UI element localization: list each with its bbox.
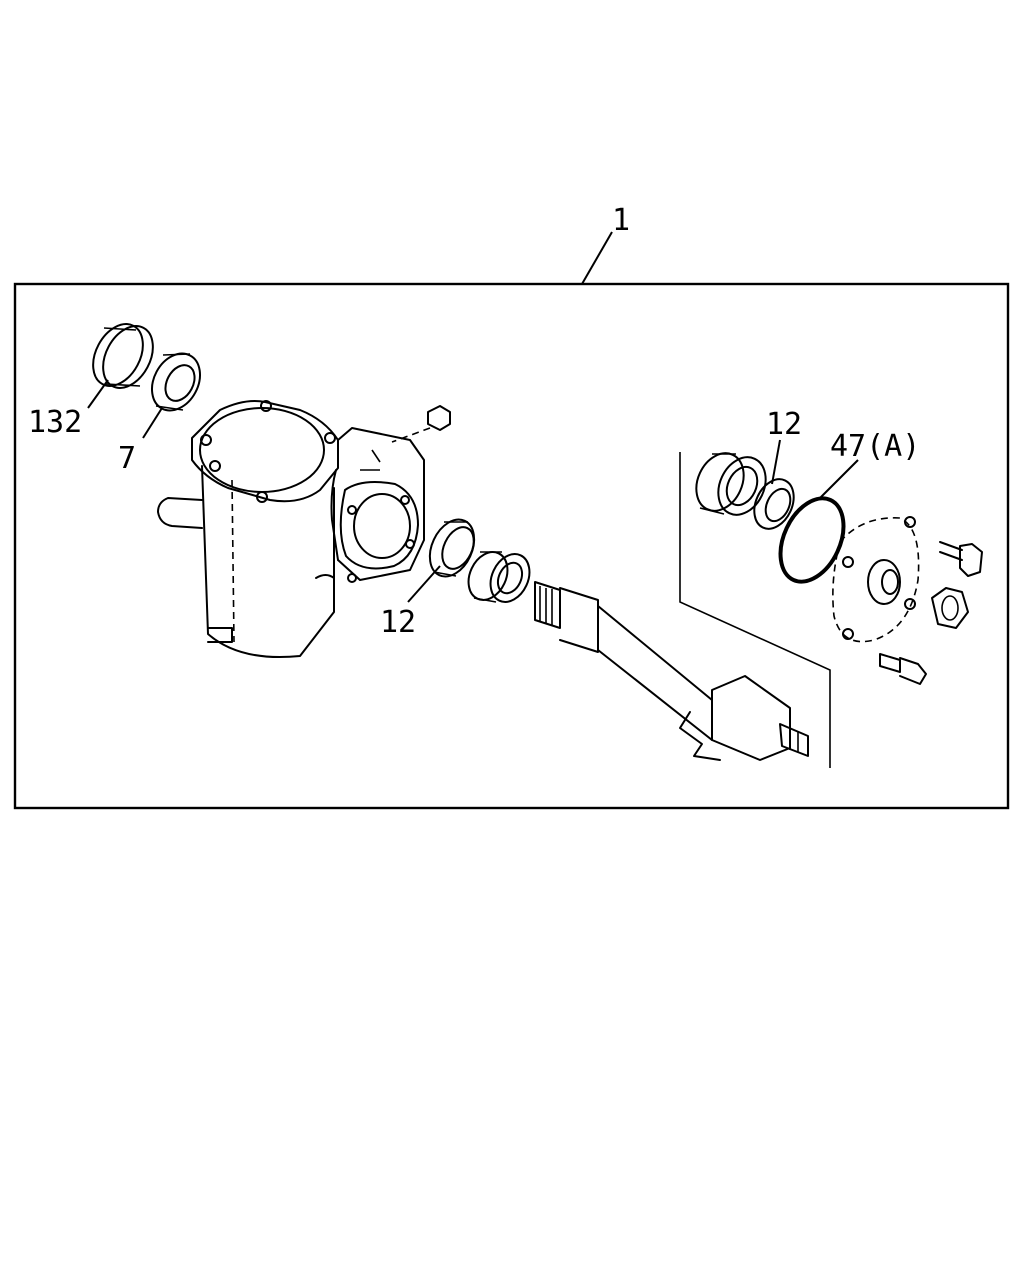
- leader-oil-seal: [142, 407, 163, 439]
- leader-o-ring: [819, 459, 859, 499]
- needle-bearing-right: [695, 452, 767, 516]
- bearing-set-frame: [679, 452, 831, 768]
- callout-o-ring: 47(A): [830, 429, 920, 464]
- callout-oil-seal: 7: [118, 441, 136, 476]
- callout-assembly: 1: [612, 203, 630, 238]
- cover-bolt-upper: [939, 541, 983, 577]
- cover-bolt-lower: [879, 653, 927, 685]
- assembly-frame: [13, 282, 1010, 810]
- bearing-12-left: [428, 518, 476, 578]
- bleeder-bolt: [391, 405, 451, 443]
- o-ring-47a: [778, 496, 846, 584]
- callout-seal-ring: 132: [28, 405, 82, 440]
- oil-seal-7: [151, 352, 201, 412]
- callout-bearing-right: 12: [766, 407, 802, 442]
- side-cover: [832, 516, 920, 643]
- needle-bearing-left: [467, 551, 531, 603]
- adjusting-nut: [931, 587, 969, 629]
- gear-housing: [157, 400, 425, 659]
- sector-shaft: [534, 581, 809, 761]
- leader-bearing-right: [771, 439, 781, 485]
- leader-assembly: [581, 231, 613, 285]
- callout-bearing-left: 12: [380, 605, 416, 640]
- seal-ring-132: [92, 323, 154, 389]
- bearing-12-right: [753, 478, 795, 530]
